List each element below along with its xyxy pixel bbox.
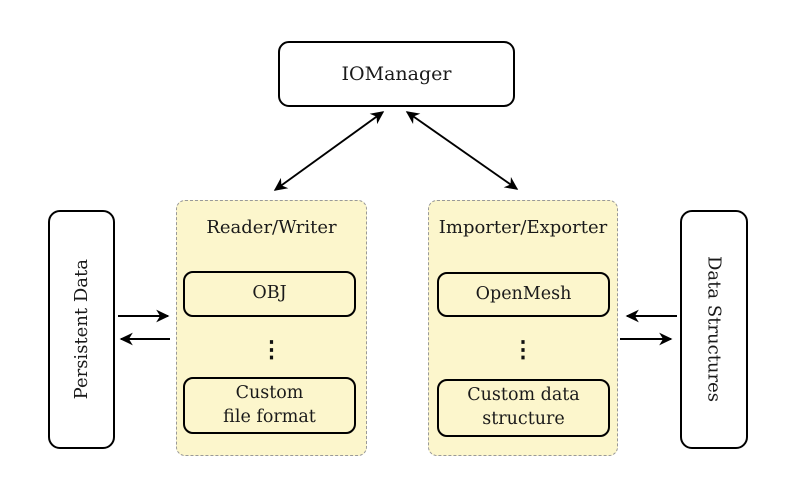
custom-file-format-line2: file format — [223, 406, 316, 427]
custom-file-format-node: Custom file format — [183, 377, 356, 434]
data-structures-label: Data Structures — [703, 256, 725, 403]
vertical-dots-right: ⋮ — [511, 335, 535, 363]
openmesh-node: OpenMesh — [437, 272, 610, 317]
iomanager-label: IOManager — [341, 63, 452, 85]
persistent-data-node: Persistent Data — [48, 210, 115, 449]
reader-writer-title: Reader/Writer — [206, 217, 337, 238]
importer-exporter-title: Importer/Exporter — [438, 217, 608, 238]
arrow-iomanager-importer-exporter — [405, 111, 519, 190]
arrow-iomanager-reader-writer — [273, 111, 385, 191]
iomanager-node: IOManager — [278, 41, 515, 107]
openmesh-label: OpenMesh — [475, 283, 572, 304]
custom-file-format-line1: Custom — [235, 382, 304, 403]
reader-writer-group: Reader/Writer OBJ ⋮ Custom file format — [176, 200, 367, 456]
persistent-data-label: Persistent Data — [71, 259, 92, 400]
vertical-dots-left: ⋮ — [260, 335, 283, 363]
custom-data-structure-node: Custom data structure — [437, 379, 610, 437]
data-structures-node: Data Structures — [680, 210, 748, 449]
obj-label: OBJ — [252, 283, 287, 304]
obj-node: OBJ — [183, 271, 356, 317]
custom-data-structure-line2: structure — [482, 409, 565, 429]
custom-data-structure-line1: Custom data — [467, 385, 580, 406]
importer-exporter-group: Importer/Exporter OpenMesh ⋮ Custom data… — [428, 200, 618, 456]
